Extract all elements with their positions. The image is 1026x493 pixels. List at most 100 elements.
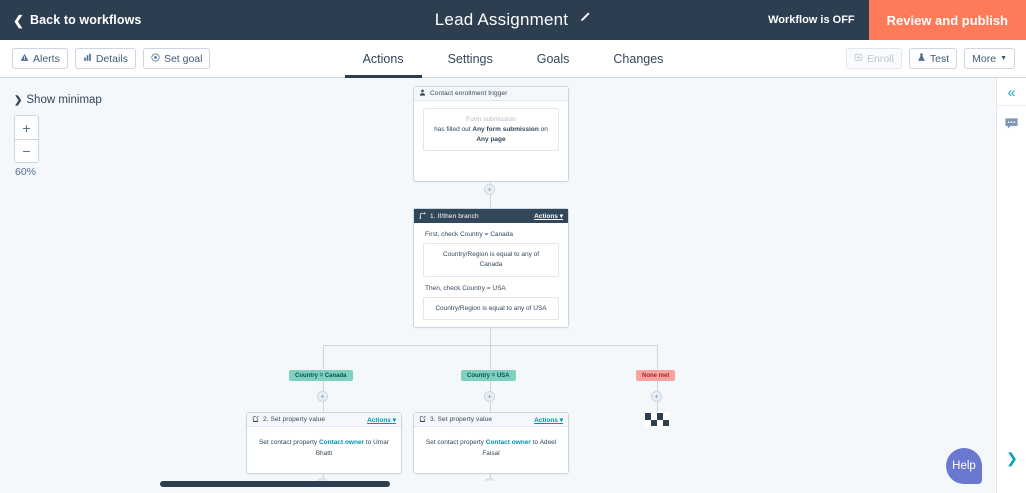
- subnav-tabs: Actions Settings Goals Changes: [0, 40, 1026, 78]
- app-header: ❮ Back to workflows Lead Assignment Work…: [0, 0, 1026, 40]
- branch-actions-label: Actions: [534, 213, 558, 220]
- branch-first-condition: Country/Region is equal to any of Canada: [423, 243, 559, 277]
- review-and-publish-button[interactable]: Review and publish: [868, 0, 1026, 40]
- tab-changes[interactable]: Changes: [613, 51, 664, 66]
- tab-actions[interactable]: Actions: [344, 40, 422, 78]
- trigger-line1-a: has filled out: [434, 125, 473, 133]
- zoom-in-button[interactable]: +: [15, 116, 38, 139]
- action-2-property-link[interactable]: Contact owner: [318, 439, 365, 446]
- help-button[interactable]: Help: [946, 448, 982, 484]
- connector-trigger-to-branch: [490, 182, 491, 208]
- add-step-node-canada[interactable]: +: [317, 391, 328, 402]
- tab-goals[interactable]: Goals: [536, 51, 570, 66]
- chevron-right-icon: ❯: [14, 94, 23, 106]
- branch-then-condition: Country/Region is equal to any of USA: [423, 296, 559, 321]
- action-2-actions-menu[interactable]: Actions ▾: [367, 416, 396, 424]
- action-2-title: 2. Set property value: [263, 416, 326, 423]
- action-3-text-b: to Adeel Faisal: [482, 439, 557, 458]
- zoom-out-button[interactable]: −: [15, 139, 38, 162]
- show-minimap-toggle[interactable]: ❯ Show minimap: [14, 94, 102, 106]
- trigger-condition-line2: Any page: [476, 135, 506, 143]
- caret-down-icon: ▾: [559, 213, 563, 220]
- back-to-workflows-label: Back to workflows: [30, 13, 142, 27]
- branch-actions-menu[interactable]: Actions ▾: [534, 212, 563, 220]
- workflow-title-group: Lead Assignment: [0, 10, 1026, 30]
- alert-triangle-icon: [20, 53, 29, 65]
- details-button[interactable]: Details: [74, 48, 136, 69]
- caret-down-icon: ▾: [392, 416, 396, 424]
- show-minimap-label: Show minimap: [26, 94, 102, 106]
- chevron-double-left-icon[interactable]: «: [997, 78, 1026, 106]
- if-then-branch-card[interactable]: 1. If/then branch Actions ▾ First, check…: [413, 208, 569, 328]
- action-2-body: Set contact property Contact owner to Um…: [247, 427, 401, 471]
- zoom-controls: + −: [14, 115, 39, 163]
- test-label: Test: [929, 52, 950, 65]
- action-2-header: 2. Set property value Actions ▾: [247, 413, 401, 427]
- tab-settings[interactable]: Settings: [447, 51, 493, 66]
- chevron-right-icon[interactable]: ❯: [1006, 450, 1018, 466]
- branch-first-label: First, check Country = Canada: [425, 231, 513, 238]
- bar-chart-icon: [83, 53, 92, 65]
- connector-branch-stem: [490, 328, 491, 345]
- caret-down-icon: ▼: [1000, 55, 1007, 62]
- set-property-card-2[interactable]: 2. Set property value Actions ▾ Set cont…: [246, 412, 402, 474]
- right-rail: « ❯: [996, 78, 1026, 493]
- action-3-text-a: Set contact property: [425, 439, 486, 446]
- enroll-button[interactable]: Enroll: [846, 48, 902, 69]
- action-2-actions-label: Actions: [367, 416, 391, 424]
- branch-badge-usa[interactable]: Country = USA: [461, 370, 516, 381]
- trigger-card-header: Contact enrollment trigger: [414, 87, 568, 101]
- workflow-status-text: Workflow is OFF: [768, 14, 855, 26]
- add-step-node-none[interactable]: +: [651, 391, 662, 402]
- action-3-header: 3. Set property value Actions ▾: [414, 413, 568, 427]
- edit-square-icon: [419, 415, 426, 424]
- trigger-line1-c: on: [538, 125, 548, 133]
- trigger-condition-box: Form submission has filled out Any form …: [423, 108, 559, 152]
- canvas-horizontal-scrollbar[interactable]: [0, 481, 996, 487]
- set-goal-label: Set goal: [163, 52, 203, 65]
- more-button[interactable]: More ▼: [964, 48, 1015, 69]
- branch-card-header: 1. If/then branch Actions ▾: [414, 209, 568, 223]
- add-step-node-usa[interactable]: +: [484, 391, 495, 402]
- subnav-left-buttons: Alerts Details Set goal: [12, 48, 211, 69]
- comment-bubble-icon[interactable]: [997, 106, 1026, 140]
- zoom-level-label: 60%: [15, 166, 37, 178]
- alerts-label: Alerts: [33, 52, 60, 65]
- workflow-canvas[interactable]: ❯ Show minimap + − 60% Contact enrollmen…: [0, 78, 996, 487]
- header-right-group: Workflow is OFF Review and publish: [768, 0, 1026, 40]
- set-goal-button[interactable]: Set goal: [142, 48, 211, 69]
- action-3-actions-menu[interactable]: Actions ▾: [534, 416, 563, 424]
- action-3-property-link[interactable]: Contact owner: [485, 439, 531, 446]
- edit-square-icon: [252, 415, 259, 424]
- branch-then-label: Then, check Country = USA: [425, 284, 506, 292]
- branch-badge-canada[interactable]: Country = Canada: [289, 370, 353, 381]
- trigger-card-title: Contact enrollment trigger: [430, 90, 508, 97]
- action-3-body: Set contact property Contact owner to Ad…: [414, 427, 568, 471]
- checkered-flag-icon: [644, 412, 670, 427]
- details-label: Details: [95, 52, 128, 65]
- connector-branch-middle: [490, 345, 491, 369]
- chevron-left-icon: ❮: [13, 12, 24, 28]
- pencil-icon[interactable]: [578, 11, 591, 29]
- enrollment-trigger-card[interactable]: Contact enrollment trigger Form submissi…: [413, 86, 569, 182]
- contact-person-icon: [419, 89, 426, 98]
- set-property-card-3[interactable]: 3. Set property value Actions ▾ Set cont…: [413, 412, 569, 474]
- trigger-card-body: Form submission has filled out Any form …: [414, 101, 568, 160]
- branch-badge-none-met[interactable]: None met: [636, 370, 676, 381]
- back-to-workflows-link[interactable]: ❮ Back to workflows: [13, 13, 141, 27]
- more-label: More: [972, 52, 997, 65]
- workflow-subnav: Alerts Details Set goal Actions Settings…: [0, 40, 1026, 78]
- branch-card-title: 1. If/then branch: [430, 212, 479, 220]
- add-step-node-1[interactable]: +: [484, 184, 495, 195]
- alerts-button[interactable]: Alerts: [12, 48, 68, 69]
- trigger-type-label: Form submission: [466, 116, 516, 123]
- branch-icon: [419, 212, 426, 221]
- flask-icon: [917, 53, 926, 65]
- canvas-scrollbar-thumb[interactable]: [160, 481, 390, 487]
- connector-branch-left: [323, 345, 324, 369]
- enroll-icon: [854, 53, 863, 65]
- subnav-right-buttons: Enroll Test More ▼: [846, 48, 1015, 69]
- enroll-label: Enroll: [867, 52, 894, 65]
- target-icon: [151, 52, 160, 65]
- test-button[interactable]: Test: [908, 48, 958, 69]
